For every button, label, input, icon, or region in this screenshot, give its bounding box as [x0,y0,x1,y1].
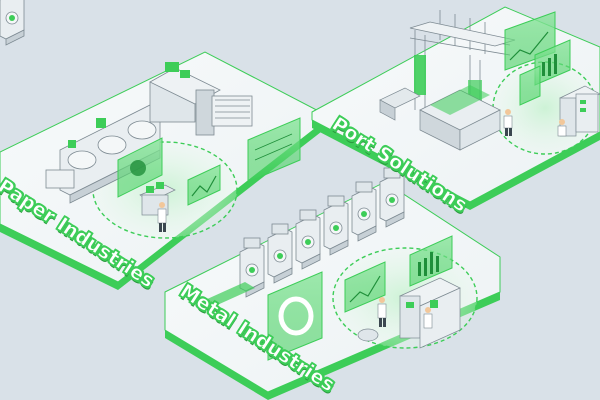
rolling-mill-stands [0,0,405,298]
metal-workers [357,277,461,349]
port-crane [409,10,516,125]
port-containers [379,85,501,151]
paper-machine [45,62,253,204]
paper-screens [117,117,301,206]
port-platform [311,6,600,210]
port-screens [504,11,571,106]
paper-platform [0,51,331,290]
metal-platform [0,0,501,400]
port-workers [503,85,600,137]
paper-worker [139,182,176,232]
metal-screens [267,235,453,361]
